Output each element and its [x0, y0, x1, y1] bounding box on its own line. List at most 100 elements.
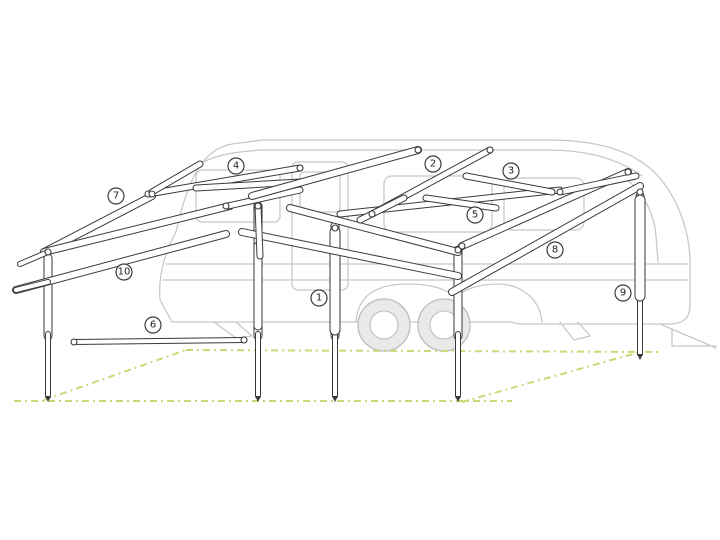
caravan-roof-line: [195, 149, 643, 177]
callout-9: 9: [614, 284, 632, 302]
roof-pole: [556, 172, 640, 196]
callout-number: 8: [552, 245, 558, 256]
callout-circle: [310, 289, 328, 307]
caravan-outline: [158, 139, 717, 349]
ground-pin: [455, 396, 461, 402]
pole-fill: [145, 165, 303, 197]
pole-fill: [255, 203, 263, 259]
callout-number: 4: [233, 161, 239, 172]
roof-pole: [224, 186, 304, 210]
pole-fill: [41, 203, 233, 255]
caravan-body: [158, 139, 691, 325]
ground-pin: [637, 354, 643, 360]
pole-joint: [556, 188, 564, 196]
pole-joint: [331, 224, 339, 232]
awning-frame: [12, 146, 646, 402]
eave-pole: [12, 230, 230, 294]
pole-fill: [72, 338, 246, 344]
callout-circle: [546, 241, 564, 259]
pole-joint: [624, 168, 632, 176]
callout-circle: [107, 187, 125, 205]
callout-number: 7: [113, 191, 119, 202]
rafter-pole: [40, 192, 156, 256]
ground-pin: [255, 396, 261, 402]
callout-circle: [115, 263, 133, 281]
callout-8: 8: [546, 241, 564, 259]
ground-line-diagonal: [461, 351, 641, 403]
pole-joint: [414, 146, 422, 154]
caravan-window-rear: [503, 177, 585, 231]
callout-5: 5: [466, 206, 484, 224]
pole-joint: [148, 190, 156, 198]
eave-pole-end: [13, 279, 51, 293]
ground-line-side: [43, 349, 187, 401]
pole-fill: [225, 187, 303, 209]
rafter-pole: [40, 202, 234, 256]
callout-number: 10: [118, 267, 131, 278]
pole-joint: [44, 248, 52, 256]
roof-pole: [192, 178, 304, 192]
pole-joint: [486, 146, 494, 154]
ground-line-rear: [185, 349, 663, 353]
callout-circle: [466, 206, 484, 224]
callout-number: 3: [508, 166, 514, 177]
callout-circle: [424, 155, 442, 173]
roof-pole: [356, 194, 408, 224]
callout-4: 4: [227, 157, 245, 175]
ground-guide-lines: [14, 349, 663, 403]
caravan-hitch: [659, 323, 717, 349]
pole-joint: [240, 336, 248, 344]
pole-fill: [449, 183, 643, 295]
caravan-wheels: [357, 298, 471, 352]
pole-joint: [70, 338, 78, 346]
callout-3: 3: [502, 162, 520, 180]
caravan-rear-jack: [559, 321, 591, 341]
rafter-brace: [254, 202, 264, 260]
caravan-wheel-hub: [369, 310, 399, 340]
callout-circle: [614, 284, 632, 302]
pole-fill: [249, 147, 421, 199]
callout-number: 9: [620, 288, 626, 299]
callout-7: 7: [107, 187, 125, 205]
pole-fill: [13, 231, 229, 293]
pole-fill: [193, 179, 303, 191]
pole-fill: [357, 195, 407, 223]
pole-joint: [368, 210, 376, 218]
pole-fill: [287, 205, 461, 255]
roof-pole: [144, 164, 304, 198]
caravan-front-jack: [213, 321, 253, 339]
pole-fill: [41, 193, 155, 255]
pole-fill: [14, 280, 50, 292]
pole-fill: [149, 161, 203, 195]
callout-circle: [227, 157, 245, 175]
callout-number: 2: [430, 159, 436, 170]
pole-joint: [222, 202, 230, 210]
callout-number: 6: [150, 320, 156, 331]
pole-fill: [423, 195, 499, 211]
pole-fill: [463, 173, 555, 195]
rafter-pole: [448, 182, 644, 296]
pole-joint: [636, 188, 644, 196]
pole-fill: [557, 173, 639, 195]
roof-pole: [148, 160, 204, 196]
rafter-pole: [248, 146, 422, 200]
ground-pin: [332, 396, 338, 402]
pole-joint: [458, 242, 466, 250]
callout-circle: [144, 316, 162, 334]
pole-fill: [239, 229, 461, 279]
callout-10: 10: [115, 263, 133, 281]
callout-2: 2: [424, 155, 442, 173]
pole-joint: [296, 164, 304, 172]
callout-1: 1: [310, 289, 328, 307]
loose-pole: [71, 337, 247, 345]
eave-pole-end: [17, 249, 51, 267]
ground-pin: [45, 396, 51, 402]
roof-pole: [462, 172, 556, 196]
callout-6: 6: [144, 316, 162, 334]
roof-pole: [422, 194, 500, 212]
pole-fill: [18, 250, 50, 266]
rafter-pole: [286, 204, 462, 256]
rafter-pole: [238, 228, 462, 280]
pole-joint: [254, 202, 262, 210]
